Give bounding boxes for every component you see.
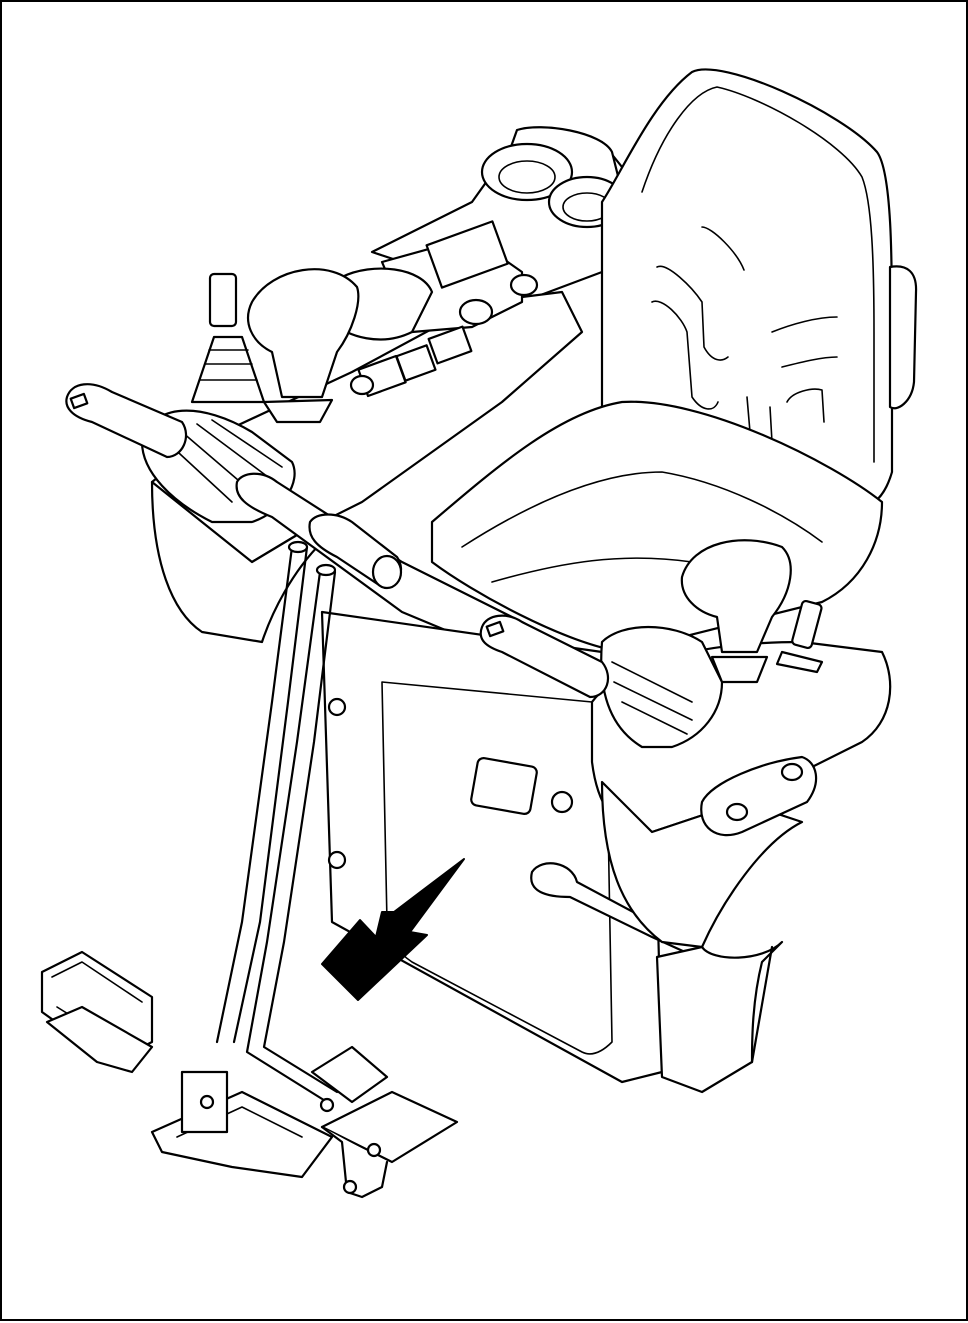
pedal-base-plate xyxy=(150,1090,334,1179)
rotary-switch[interactable] xyxy=(458,298,494,326)
storage-tray xyxy=(425,220,509,289)
lever-knob-back[interactable] xyxy=(208,272,238,328)
travel-control-boot xyxy=(190,272,266,404)
arrow-up-right-icon xyxy=(321,858,465,1001)
throttle-lever[interactable] xyxy=(791,599,823,650)
switch-2[interactable] xyxy=(395,344,437,382)
left-armrest-pad xyxy=(247,268,360,399)
travel-lever-top-left[interactable] xyxy=(287,540,309,554)
center-pedal[interactable] xyxy=(310,1045,389,1104)
seat-base xyxy=(655,940,784,1094)
pedal-assembly xyxy=(40,950,459,1199)
right-armrest-pad xyxy=(680,539,792,654)
switch-panel xyxy=(349,273,539,398)
right-console xyxy=(479,539,892,949)
left-joystick-grip[interactable] xyxy=(65,383,188,459)
key-switch[interactable] xyxy=(509,273,539,297)
seat-back xyxy=(600,68,918,510)
travel-levers[interactable] xyxy=(215,540,339,1104)
cabinet-latch[interactable] xyxy=(470,757,538,815)
right-joystick-grip[interactable] xyxy=(479,614,610,699)
travel-lever-top-right[interactable] xyxy=(315,563,337,577)
switch-3[interactable] xyxy=(427,325,473,365)
seat-adjust-side xyxy=(888,265,918,410)
